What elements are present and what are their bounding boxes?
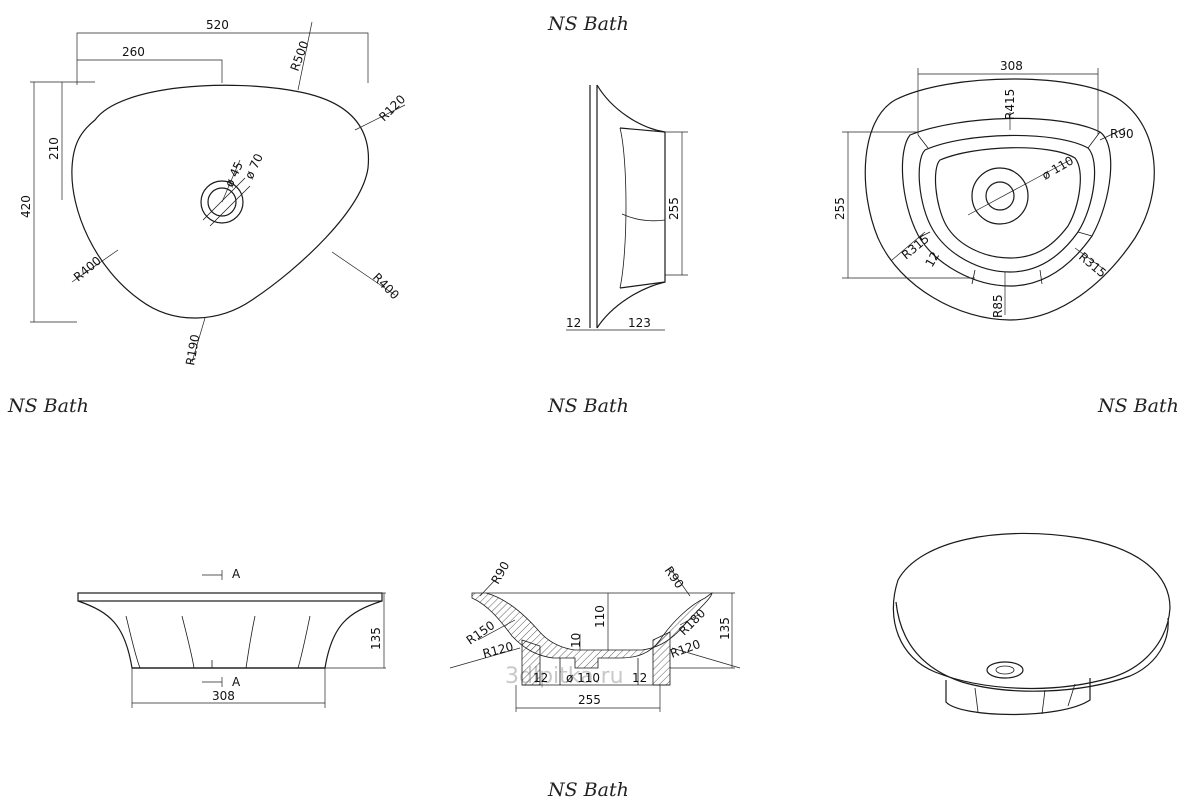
- brand-label-middle: NS Bath: [547, 395, 629, 417]
- dim-r120: R120: [376, 92, 408, 124]
- perspective-view: [892, 532, 1171, 716]
- drain-outer: [200, 180, 244, 224]
- basin-3d-rim: [892, 532, 1171, 690]
- section-view: 3dlpitka.ru R90 R90 110 135 10 R150 R180…: [449, 559, 741, 712]
- dim-section-r90-right: R90: [662, 564, 687, 591]
- dim-260: 260: [122, 45, 145, 59]
- dim-section-10: 10: [569, 633, 583, 648]
- drain-inner: [207, 187, 237, 217]
- dim-section-12-right: 12: [632, 671, 647, 685]
- dim-section-r120-right: R120: [668, 637, 702, 661]
- brand-label-top: NS Bath: [547, 13, 629, 35]
- dim-r85: R85: [991, 294, 1005, 318]
- dim-section-12-left: 12: [533, 671, 548, 685]
- dim-r415: R415: [1003, 89, 1017, 120]
- dim-r400-left: R400: [71, 253, 104, 284]
- dim-section-d110: ø 110: [566, 671, 600, 685]
- dim-section-r180: R180: [676, 606, 708, 638]
- top-view: 520 260 R500 R120 420 210 ø 45 ø 70 R400…: [19, 18, 408, 367]
- dim-r190: R190: [183, 333, 202, 366]
- dim-bottom-12: 12: [922, 249, 942, 269]
- dim-section-135: 135: [718, 617, 732, 640]
- dim-section-110: 110: [593, 605, 607, 628]
- bottom-drain-inner: [985, 181, 1015, 211]
- front-view: A A 135 308: [77, 567, 386, 708]
- dim-section-r120-left: R120: [481, 639, 515, 661]
- dim-front-135: 135: [369, 627, 383, 650]
- dim-r90: R90: [1110, 127, 1134, 141]
- side-view: 255 12 123: [566, 84, 688, 331]
- dim-r400-right: R400: [370, 270, 402, 302]
- dim-d70: ø 70: [242, 151, 266, 181]
- basin-outline-top: [71, 84, 370, 319]
- dim-d110: ø 110: [1040, 153, 1076, 182]
- section-marker-top: A: [232, 567, 241, 581]
- dim-520: 520: [206, 18, 229, 32]
- dim-420: 420: [19, 195, 33, 218]
- basin-outline-bottom: [864, 78, 1155, 321]
- bottom-drain-outer: [971, 167, 1029, 225]
- dim-section-255: 255: [578, 693, 601, 707]
- dim-bottom-255: 255: [833, 197, 847, 220]
- dim-side-12: 12: [566, 316, 581, 330]
- brand-label-bottom: NS Bath: [547, 779, 629, 801]
- dim-r500: R500: [288, 39, 312, 73]
- dim-section-r150: R150: [464, 618, 498, 647]
- dim-bottom-308: 308: [1000, 59, 1023, 73]
- dim-side-255: 255: [667, 197, 681, 220]
- dim-210: 210: [47, 137, 61, 160]
- basin-3d-drain: [986, 661, 1024, 679]
- dim-front-308: 308: [212, 689, 235, 703]
- brand-label-right: NS Bath: [1097, 395, 1179, 417]
- dim-side-123: 123: [628, 316, 651, 330]
- bottom-view: 308 R415 R90 255 ø 110 R315 12 R315 R85: [833, 59, 1155, 321]
- brand-label-left: NS Bath: [7, 395, 89, 417]
- section-marker-bottom: A: [232, 675, 241, 689]
- dim-section-r90-left: R90: [488, 559, 512, 586]
